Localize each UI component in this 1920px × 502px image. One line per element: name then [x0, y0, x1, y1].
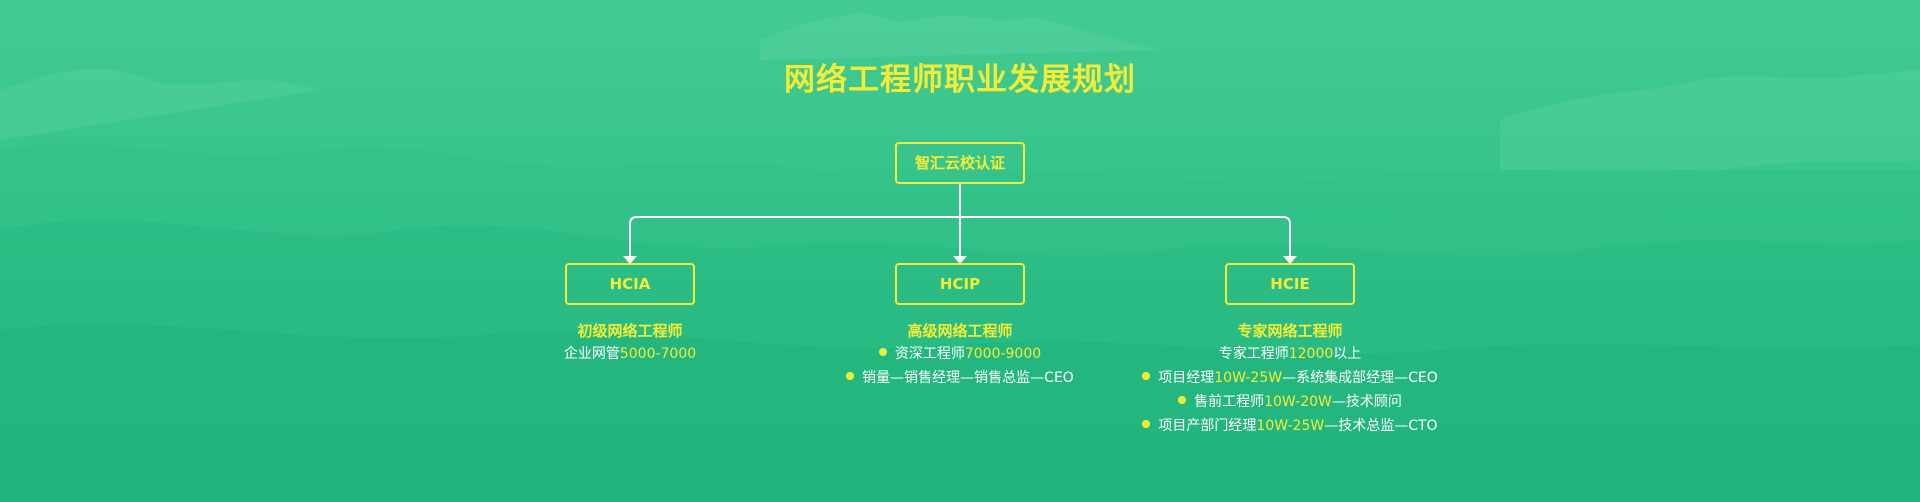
career-text: —技术总监—CTO: [1324, 418, 1438, 434]
level-column-hcie: 专家网络工程师专家工程师12000以上项目经理10W-25W—系统集成部经理—C…: [1080, 320, 1500, 438]
hcia-box: HCIA: [565, 263, 695, 305]
career-text: 以上: [1333, 346, 1362, 362]
career-path-line: 项目产部门经理10W-25W—技术总监—CTO: [1080, 414, 1500, 438]
salary-range: 10W-25W: [1256, 418, 1325, 434]
bullet-dot-icon: [1142, 420, 1151, 428]
level-column-hcia: 初级网络工程师企业网管5000-7000: [420, 320, 840, 366]
career-text: 售前工程师: [1194, 394, 1265, 410]
bullet-dot-icon: [878, 348, 887, 356]
hcip-box: HCIP: [895, 263, 1025, 305]
root-node-label: 智汇云校认证: [914, 154, 1005, 172]
level-column-hcip: 高级网络工程师资深工程师7000-9000 销量—销售经理—销售总监—CEO: [750, 320, 1170, 390]
bullet-dot-icon: [1178, 396, 1187, 404]
salary-range: 5000-7000: [619, 346, 697, 362]
career-path-line: 售前工程师10W-20W—技术顾问: [1080, 390, 1500, 414]
career-path-line: 项目经理10W-25W—系统集成部经理—CEO: [1080, 366, 1500, 390]
role-title: 高级网络工程师: [907, 322, 1013, 340]
career-text: 企业网管: [563, 346, 620, 362]
bullet-dot-icon: [846, 372, 855, 380]
career-path-line: 销量—销售经理—销售总监—CEO: [750, 366, 1170, 390]
bullet-dot-icon: [1142, 372, 1151, 380]
role-title: 初级网络工程师: [577, 322, 683, 340]
hcia-label: HCIA: [609, 275, 651, 293]
career-text: 项目经理: [1158, 370, 1215, 386]
career-path-line: 企业网管5000-7000: [420, 342, 840, 366]
page-title: 网络工程师职业发展规划: [784, 62, 1136, 98]
career-path-line: 资深工程师7000-9000: [750, 342, 1170, 366]
hcip-label: HCIP: [939, 275, 981, 293]
career-path-line: 专家工程师12000以上: [1080, 342, 1500, 366]
career-text: 销量—销售经理—销售总监—CEO: [862, 370, 1074, 386]
career-text: —系统集成部经理—CEO: [1282, 370, 1438, 386]
career-text: 项目产部门经理: [1158, 418, 1257, 434]
salary-range: 12000: [1288, 346, 1334, 362]
career-text: 专家工程师: [1218, 346, 1289, 362]
career-text: 资深工程师: [894, 346, 965, 362]
root-node-box: 智汇云校认证: [895, 142, 1025, 184]
hcie-box: HCIE: [1225, 263, 1355, 305]
career-text: —技术顾问: [1331, 394, 1402, 410]
hcie-label: HCIE: [1270, 275, 1310, 293]
salary-range: 10W-20W: [1264, 394, 1332, 410]
salary-range: 10W-25W: [1214, 370, 1283, 386]
role-title: 专家网络工程师: [1237, 322, 1343, 340]
salary-range: 7000-9000: [964, 346, 1042, 362]
